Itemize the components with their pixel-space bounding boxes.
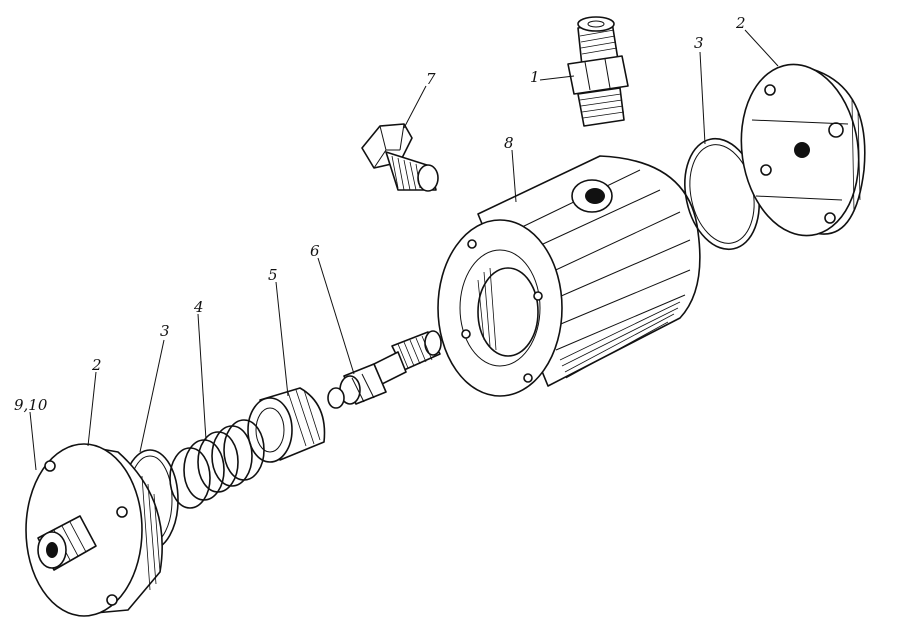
callout-6: 6 bbox=[310, 242, 320, 260]
callout-3-right: 3 bbox=[694, 34, 704, 52]
part-8-body bbox=[437, 155, 701, 397]
callout-2-right: 2 bbox=[735, 14, 746, 32]
leader-lines bbox=[29, 29, 779, 471]
part-6-spool bbox=[327, 330, 442, 409]
callout-labels: 1 2 3 7 8 6 5 4 3 2 9,10 bbox=[14, 14, 746, 414]
part-7-plug bbox=[361, 123, 439, 192]
callout-1: 1 bbox=[530, 68, 540, 86]
callout-7: 7 bbox=[426, 70, 436, 88]
callout-8: 8 bbox=[504, 134, 514, 152]
part-2-left-cover bbox=[25, 443, 163, 617]
callout-5: 5 bbox=[268, 266, 278, 284]
callout-2-left: 2 bbox=[91, 356, 102, 374]
part-1-fitting bbox=[567, 16, 629, 127]
part-4-spring bbox=[169, 419, 265, 509]
part-5-sleeve bbox=[247, 387, 326, 463]
callout-4: 4 bbox=[193, 298, 204, 316]
callout-9-10: 9,10 bbox=[14, 396, 48, 414]
part-2-right-cover bbox=[740, 63, 866, 237]
callout-3-left: 3 bbox=[160, 322, 170, 340]
